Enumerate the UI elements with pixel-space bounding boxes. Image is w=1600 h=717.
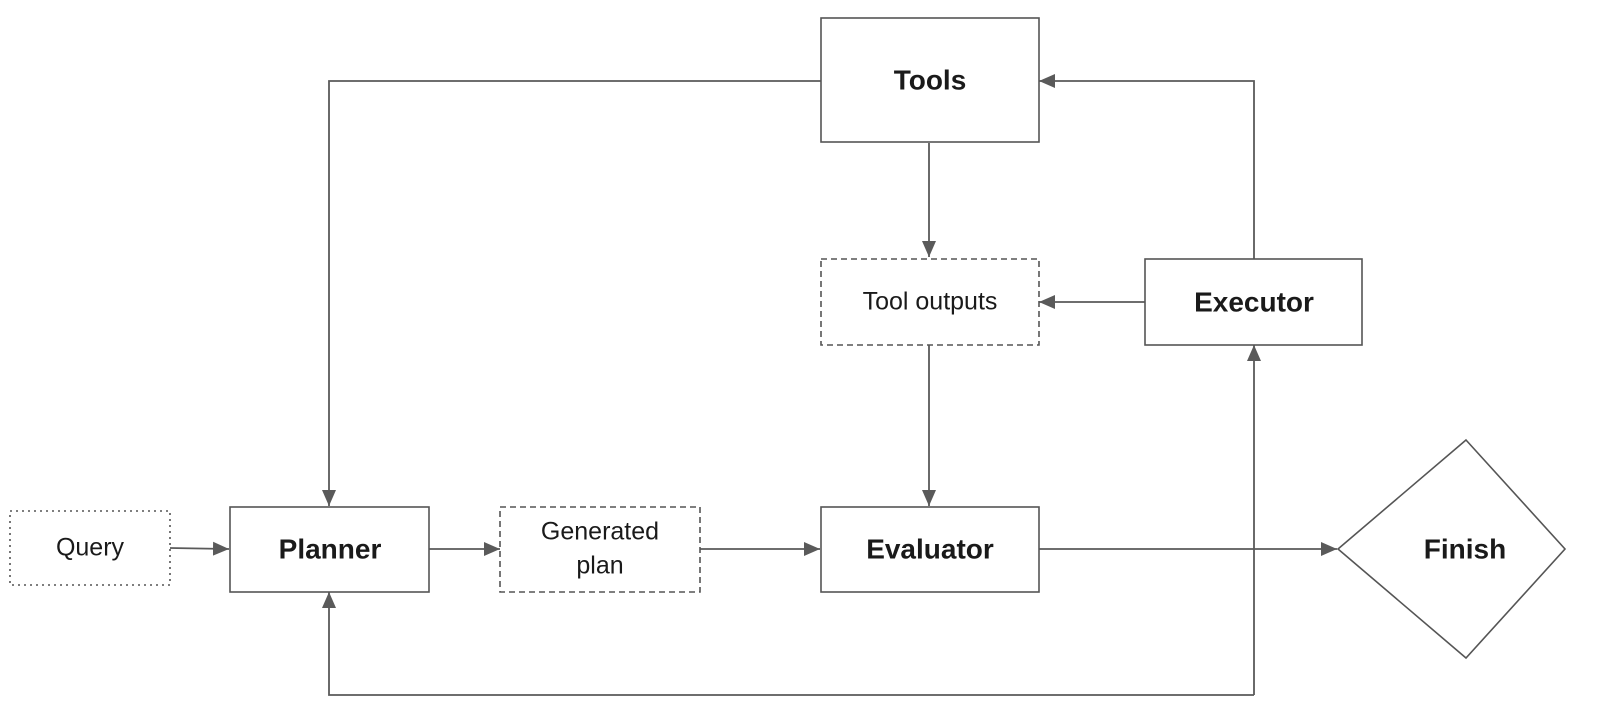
generated-plan-label-line2: plan xyxy=(576,552,623,580)
executor-label: Executor xyxy=(1194,286,1314,317)
evaluator-label: Evaluator xyxy=(866,533,994,564)
node-query: Query xyxy=(9,510,171,586)
edge-query-to-planner xyxy=(169,541,230,556)
tools-label: Tools xyxy=(894,64,967,95)
node-tools: Tools xyxy=(820,17,1040,143)
tool-outputs-label: Tool outputs xyxy=(863,288,998,316)
planner-label: Planner xyxy=(279,533,382,564)
node-finish: Finish xyxy=(1336,438,1567,660)
node-evaluator: Evaluator xyxy=(820,506,1040,593)
edge-executor-to-tools xyxy=(1039,74,1255,259)
node-generated-plan: Generated plan xyxy=(499,506,701,593)
node-executor: Executor xyxy=(1144,258,1363,346)
generated-plan-label-line1: Generated xyxy=(541,518,659,546)
edge-loop-to-planner xyxy=(322,592,1254,696)
node-tool-outputs: Tool outputs xyxy=(820,258,1040,346)
edge-tools-to-planner xyxy=(322,80,821,506)
finish-label: Finish xyxy=(1424,533,1506,564)
query-label: Query xyxy=(56,534,125,562)
node-planner: Planner xyxy=(229,506,430,593)
edges xyxy=(169,74,1337,696)
